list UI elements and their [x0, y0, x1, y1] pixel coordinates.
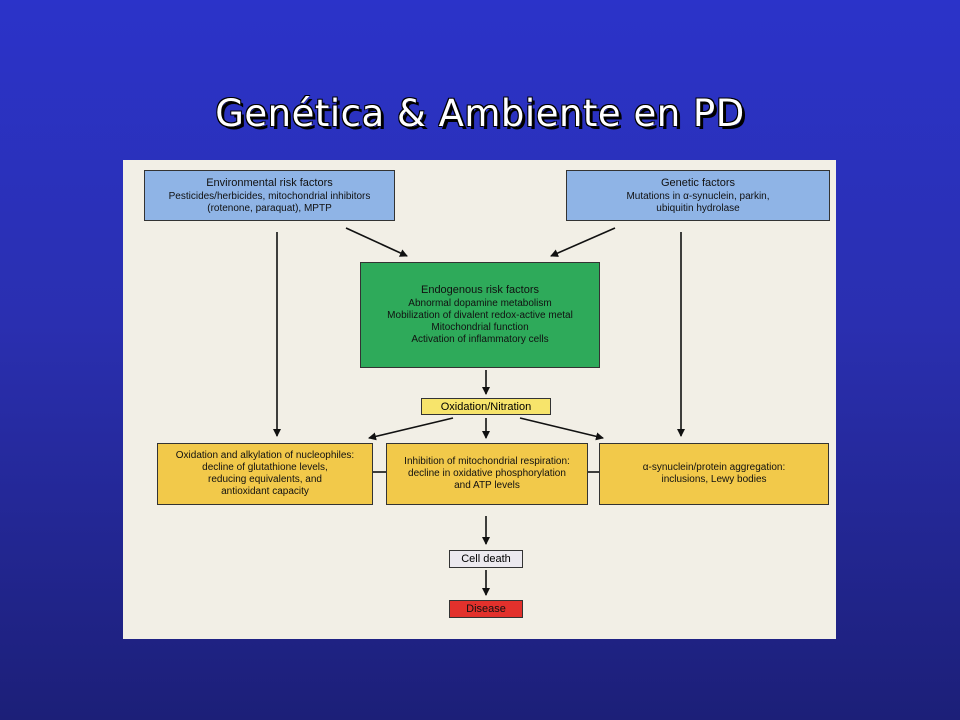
endogenous-heading: Endogenous risk factors — [420, 284, 539, 296]
arrow-genetic-to-endogenous — [550, 227, 616, 257]
slide-title: Genética & Ambiente en PD — [215, 92, 745, 135]
synuclein-aggregation-box: α-synuclein/protein aggregation: inclusi… — [599, 443, 829, 505]
mitochondrial-line-2: decline in oxidative phosphorylation — [408, 468, 566, 479]
genetic-factors-box: Genetic factors Mutations in α-synuclein… — [566, 170, 830, 221]
endogenous-line-1: Abnormal dopamine metabolism — [408, 298, 552, 309]
disease-label: Disease — [466, 603, 506, 615]
nucleophiles-line-2: decline of glutathione levels, — [202, 462, 328, 473]
oxidation-label: Oxidation/Nitration — [440, 400, 532, 413]
synuclein-line-1: α-synuclein/protein aggregation: — [642, 462, 786, 473]
genetic-heading: Genetic factors — [661, 176, 735, 189]
nucleophiles-box: Oxidation and alkylation of nucleophiles… — [157, 443, 373, 505]
nucleophiles-line-4: antioxidant capacity — [221, 486, 309, 497]
disease-box: Disease — [449, 600, 523, 618]
arrow-oxidation-to-nucleophiles — [368, 417, 454, 441]
genetic-line-1: Mutations in α-synuclein, parkin, — [626, 190, 770, 202]
pathway-diagram: Environmental risk factors Pesticides/he… — [123, 160, 836, 639]
environmental-line-1: Pesticides/herbicides, mitochondrial inh… — [168, 190, 371, 202]
nucleophiles-line-3: reducing equivalents, and — [208, 474, 322, 485]
genetic-line-2: ubiquitin hydrolase — [656, 202, 740, 214]
endogenous-line-4: Activation of inflammatory cells — [411, 334, 549, 345]
mitochondrial-respiration-box: Inhibition of mitochondrial respiration:… — [386, 443, 588, 505]
arrow-oxidation-to-synuclein — [519, 417, 604, 441]
endogenous-line-2: Mobilization of divalent redox-active me… — [387, 310, 573, 321]
cell-death-box: Cell death — [449, 550, 523, 568]
environmental-line-2: (rotenone, paraquat), MPTP — [207, 202, 332, 214]
endogenous-line-3: Mitochondrial function — [431, 322, 529, 333]
environmental-risk-box: Environmental risk factors Pesticides/he… — [144, 170, 395, 221]
nucleophiles-line-1: Oxidation and alkylation of nucleophiles… — [175, 450, 355, 461]
mitochondrial-line-3: and ATP levels — [454, 480, 520, 491]
endogenous-risk-box: Endogenous risk factors Abnormal dopamin… — [360, 262, 600, 368]
environmental-heading: Environmental risk factors — [206, 176, 333, 189]
synuclein-line-2: inclusions, Lewy bodies — [661, 474, 767, 485]
mitochondrial-line-1: Inhibition of mitochondrial respiration: — [404, 456, 570, 467]
diagram-arrows — [273, 227, 685, 596]
cell-death-label: Cell death — [461, 553, 511, 565]
oxidation-nitration-box: Oxidation/Nitration — [421, 398, 551, 415]
arrow-env-to-endogenous — [345, 227, 408, 257]
